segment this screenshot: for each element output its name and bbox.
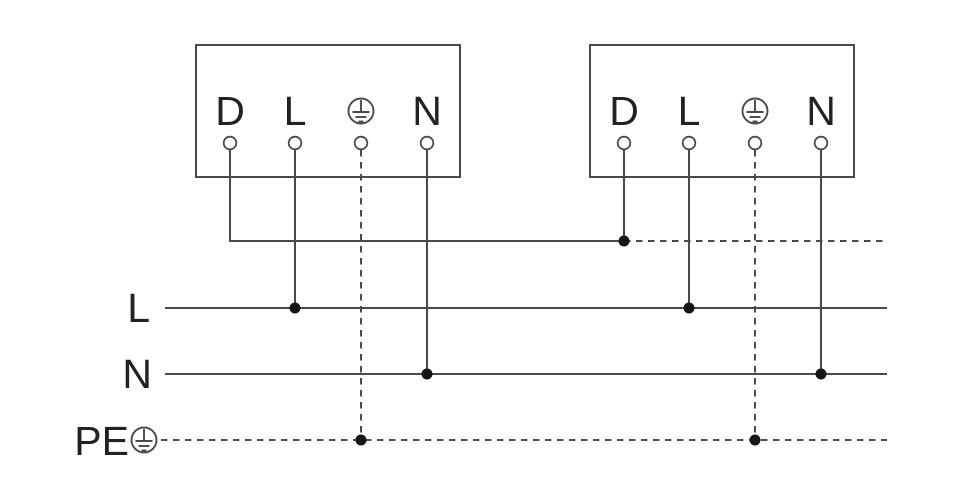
live-bus-label: L [127, 285, 150, 331]
device-1-protective-earth-icon [347, 97, 375, 125]
junction-device-1-pe [355, 434, 367, 446]
device-2-protective-earth-icon [741, 97, 769, 125]
device-2-outline [589, 44, 855, 178]
device-2-terminal-n-label: N [806, 88, 836, 134]
junction-device-1-live [289, 302, 301, 314]
device-1-outline [195, 44, 461, 178]
junction-dots [289, 235, 827, 446]
device-1-terminal-l [287, 135, 303, 151]
device-2-terminal-l [681, 135, 697, 151]
device-1: D L N [195, 44, 461, 178]
pe-bus-label: PE [74, 418, 129, 464]
neutral-bus-label: N [122, 351, 152, 397]
junction-device-2-pe [749, 434, 761, 446]
device-1-terminal-earth [353, 135, 369, 151]
device-1-terminal-n [419, 135, 435, 151]
junction-device-2-neutral [815, 368, 827, 380]
device-2-terminal-d [616, 135, 632, 151]
bus-labels: L N PE [74, 285, 158, 464]
device-2: D L N [589, 44, 855, 178]
device-1-terminal-l-label: L [284, 88, 307, 134]
device-2-terminal-l-label: L [678, 88, 701, 134]
device-2-terminal-earth [747, 135, 763, 151]
device-1-terminal-d-label: D [215, 88, 245, 134]
junction-d-interconnect [618, 235, 630, 247]
device-2-terminal-n [813, 135, 829, 151]
device-1-terminal-n-label: N [412, 88, 442, 134]
wires [161, 150, 887, 441]
device-1-terminal-d [222, 135, 238, 151]
device-2-terminal-d-label: D [609, 88, 639, 134]
device-1-d-wire [229, 150, 624, 242]
junction-device-1-neutral [421, 368, 433, 380]
junction-device-2-live [683, 302, 695, 314]
pe-bus-protective-earth-icon [130, 426, 158, 454]
